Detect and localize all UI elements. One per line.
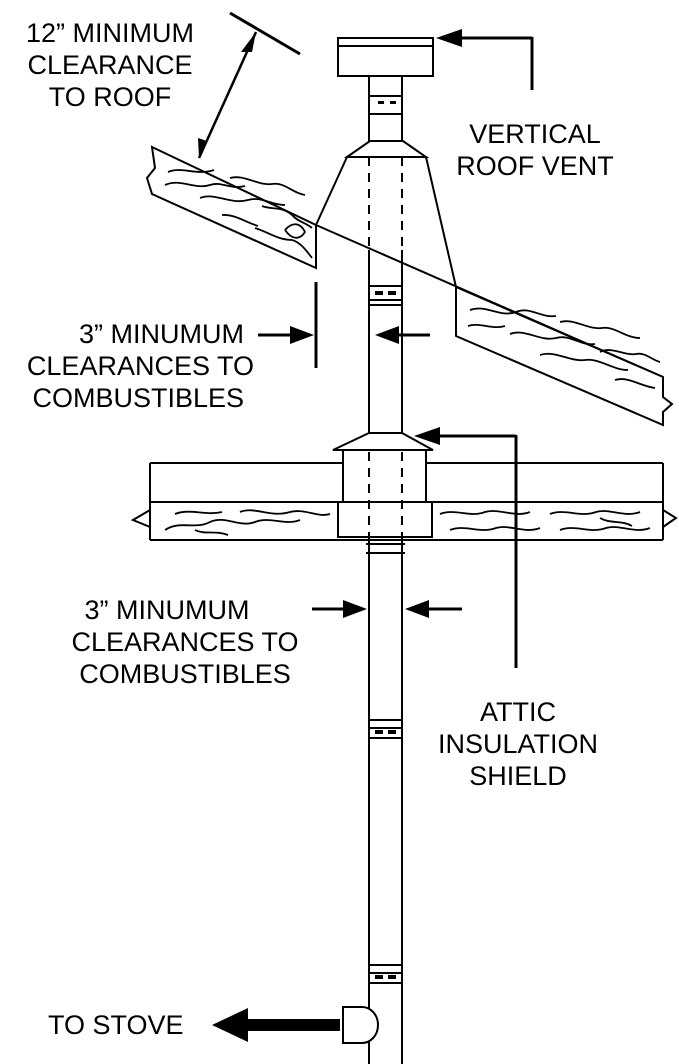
attic-shield-label: ATTIC INSULATION SHIELD — [418, 696, 618, 792]
roof-vent-cap — [337, 37, 434, 142]
roof-wood-grain-right — [467, 307, 661, 389]
vent-pipe — [365, 250, 406, 1064]
roof-flashing — [315, 140, 457, 288]
roof-slab-left — [145, 145, 317, 270]
clearance-lower-arrows — [312, 600, 462, 618]
roof-clearance-line-2: CLEARANCE — [27, 50, 193, 80]
attic-shield-line-1: ATTIC — [480, 697, 556, 727]
clearance-upper-line-3: COMBUSTIBLES — [32, 383, 244, 413]
clearance-upper-line-2: CLEARANCES TO — [26, 351, 254, 381]
roof-vent-arrow — [436, 29, 534, 90]
roof-vent-line-2: ROOF VENT — [456, 151, 614, 181]
roof-clearance-dimension — [197, 11, 301, 159]
roof-clearance-line-3: TO ROOF — [48, 82, 172, 112]
roof-vent-line-1: VERTICAL — [469, 119, 601, 149]
clearance-lower-line-1: 3” MINUMUM — [84, 595, 250, 625]
roof-structure — [145, 145, 674, 427]
attic-insulation-shield — [332, 432, 434, 538]
roof-vent-label: VERTICAL ROOF VENT — [430, 118, 640, 182]
clearance-upper-line-1: 3” MINUMUM — [79, 319, 244, 349]
tee-connector — [342, 1006, 380, 1044]
clearance-upper-label: 3” MINUMUM CLEARANCES TO COMBUSTIBLES — [0, 318, 264, 414]
to-stove-label: TO STOVE — [48, 1010, 184, 1040]
clearance-lower-line-3: COMBUSTIBLES — [79, 659, 291, 689]
roof-clearance-label: 12” MINIMUM CLEARANCE TO ROOF — [5, 17, 215, 113]
roof-clearance-line-1: 12” MINIMUM — [26, 18, 194, 48]
attic-shield-line-3: SHIELD — [469, 761, 567, 791]
to-stove-arrow — [212, 1008, 340, 1042]
pipe-hidden-section — [368, 157, 403, 250]
attic-shield-line-2: INSULATION — [437, 729, 599, 759]
clearance-lower-line-2: CLEARANCES TO — [71, 627, 299, 657]
attic-shield-arrow — [414, 427, 518, 668]
roof-wood-grain-left — [164, 169, 313, 259]
clearance-upper-arrows — [258, 282, 430, 368]
clearance-lower-label: 3” MINUMUM CLEARANCES TO COMBUSTIBLES — [55, 594, 315, 690]
